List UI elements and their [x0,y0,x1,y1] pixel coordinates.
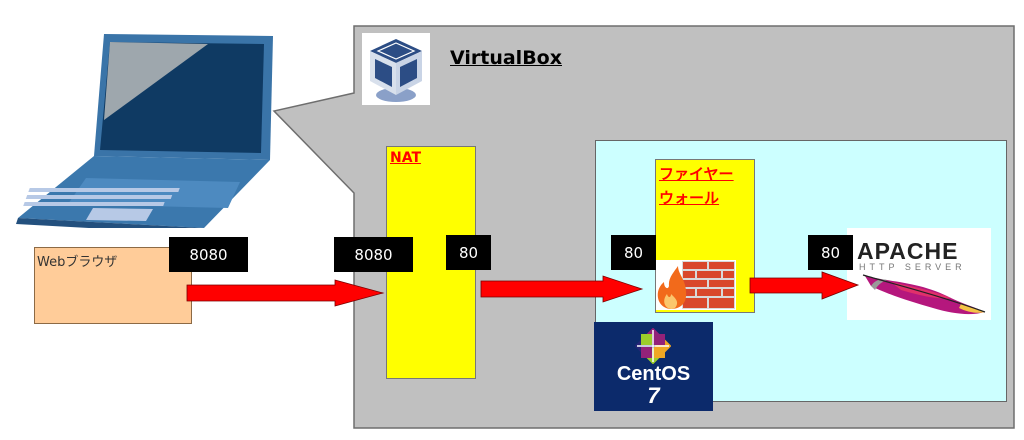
centos-logo-icon [635,328,671,364]
apache-logo: APACHE HTTP SERVER [847,228,991,320]
virtualbox-logo-icon [362,33,430,105]
apache-name: APACHE [857,238,959,264]
firewall-label-line2: ウォール [659,189,720,207]
port-label-apache-in: 80 [808,235,853,270]
nat-label: NAT [390,150,422,166]
port-label-browser-out: 8080 [169,237,248,272]
centos-version: 7 [647,383,660,408]
centos-name: CentOS [616,363,691,385]
firewall-label-line1: ファイヤー [659,165,734,183]
arrow-nat-to-firewall [480,275,644,303]
virtualbox-title: VirtualBox [450,47,562,69]
firewall-icon [656,260,736,310]
arrow-firewall-to-apache [749,271,860,300]
port-label-firewall-in: 80 [611,235,656,270]
web-browser-label: Webブラウザ [37,255,118,270]
port-label-nat-out: 80 [446,235,491,270]
laptop-icon [16,34,273,228]
arrow-browser-to-nat [186,279,385,307]
centos-logo: CentOS 7 [594,322,713,411]
apache-feather-icon [862,274,986,315]
port-label-nat-in: 8080 [334,237,413,272]
apache-subtitle: HTTP SERVER [859,262,966,272]
